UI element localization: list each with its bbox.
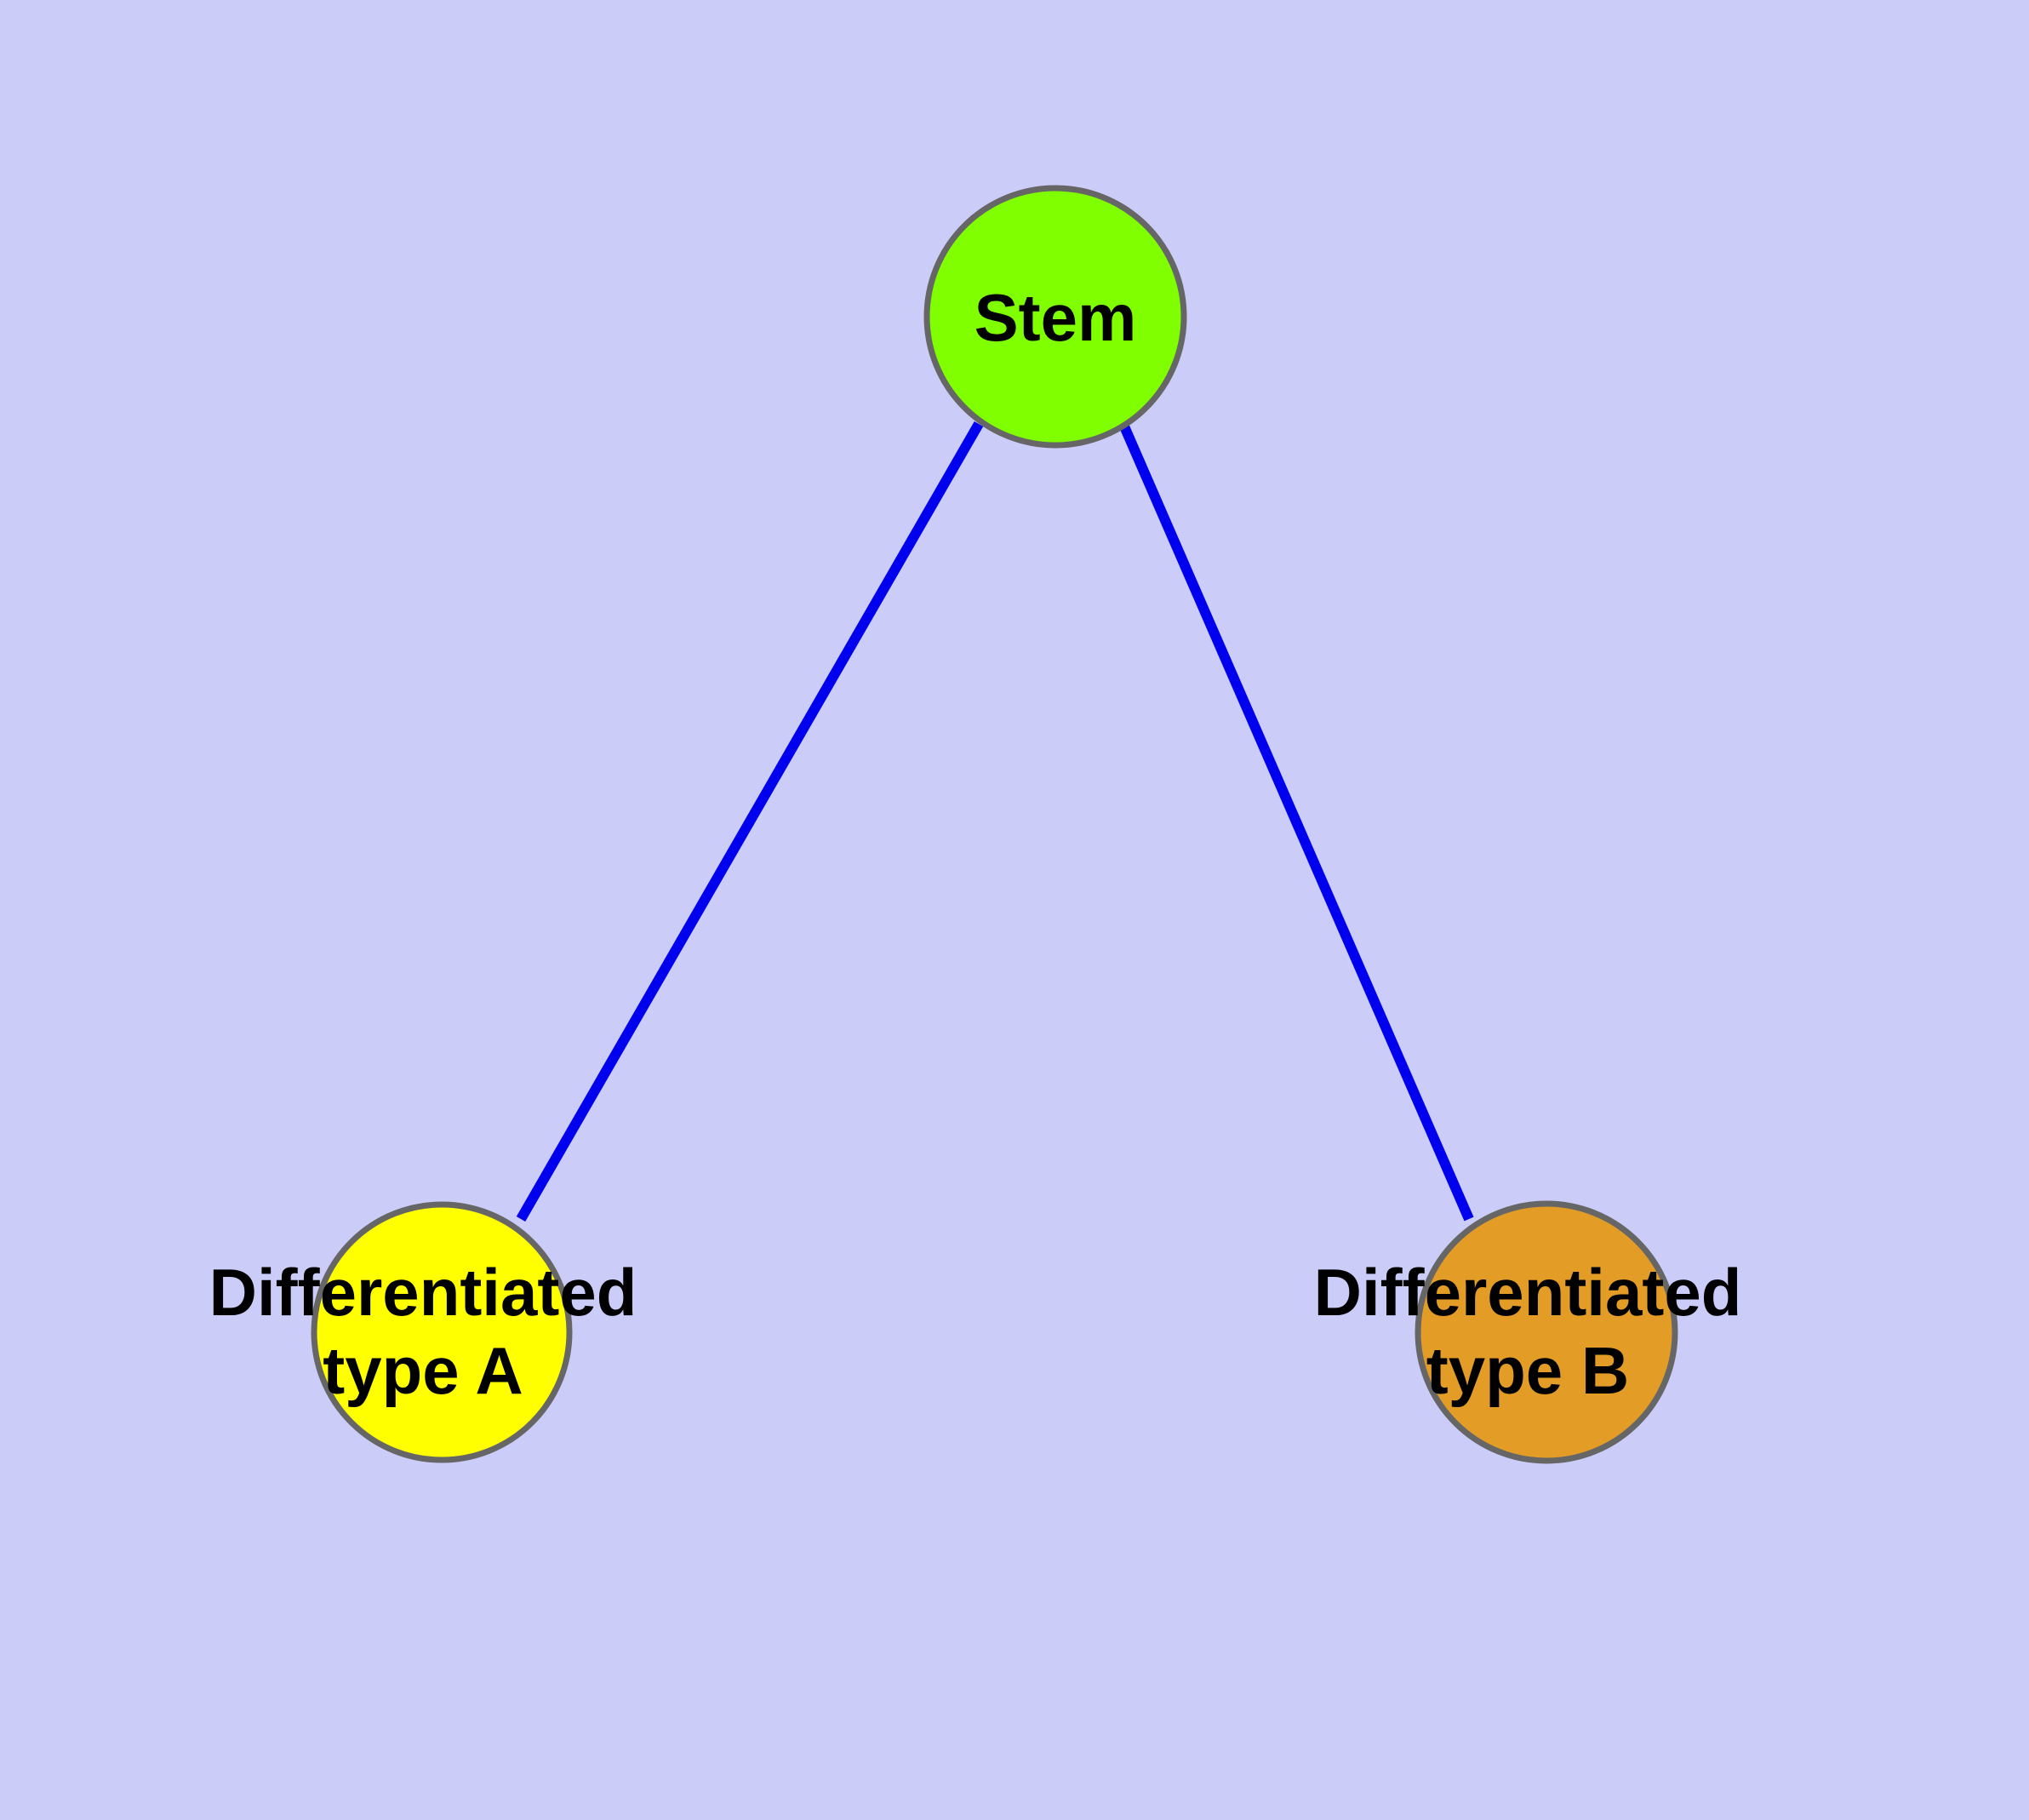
nodes-layer bbox=[311, 185, 1678, 1464]
edge-stem-to-diff-a bbox=[516, 421, 984, 1222]
edges-layer bbox=[516, 418, 1474, 1222]
node-label-line: type B bbox=[1426, 1333, 1629, 1408]
node-label-line: Differentiated bbox=[209, 1255, 637, 1330]
node-stem[interactable] bbox=[923, 185, 1187, 449]
node-label-stem: Stem bbox=[974, 280, 1137, 355]
node-label-line: Stem bbox=[974, 280, 1137, 355]
node-diff_b[interactable] bbox=[1415, 1200, 1678, 1464]
node-label-line: type A bbox=[323, 1333, 523, 1408]
node-diff_a[interactable] bbox=[311, 1201, 573, 1463]
node-label-line: Differentiated bbox=[1314, 1255, 1742, 1330]
edge-stem-to-diff-b bbox=[1117, 418, 1474, 1222]
